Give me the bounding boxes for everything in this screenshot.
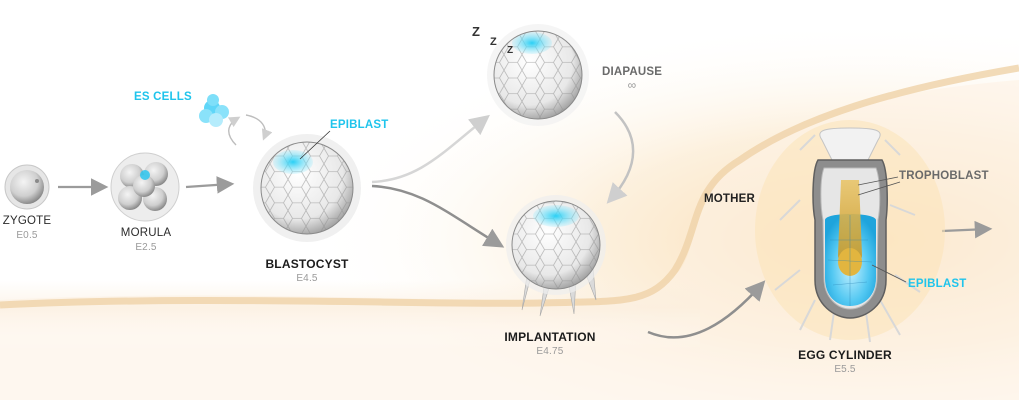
zygote-graphic bbox=[4, 164, 50, 210]
implantation-graphic bbox=[506, 195, 606, 317]
diapause-label: DIAPAUSE bbox=[602, 66, 663, 78]
blastocyst-day: E4.5 bbox=[296, 273, 318, 284]
egg-cylinder-day: E5.5 bbox=[834, 364, 856, 375]
zygote-day: E0.5 bbox=[16, 230, 38, 241]
zygote-label: ZYGOTE bbox=[2, 215, 52, 227]
implantation-day: E4.75 bbox=[536, 346, 564, 357]
trophoblast-label: TROPHOBLAST bbox=[899, 170, 989, 182]
diapause-infinity: ∞ bbox=[627, 78, 637, 92]
es-cells-graphic bbox=[199, 94, 229, 127]
sleep-z-3: Z bbox=[507, 45, 514, 56]
implantation-label: IMPLANTATION bbox=[504, 330, 596, 344]
blastocyst-label: BLASTOCYST bbox=[265, 257, 349, 271]
sleep-z-2: Z bbox=[490, 36, 497, 48]
morula-label: MORULA bbox=[120, 227, 172, 239]
egg-cylinder-graphic bbox=[755, 120, 945, 343]
blastocyst-graphic bbox=[253, 130, 361, 242]
epiblast-egg-cylinder-label: EPIBLAST bbox=[908, 278, 967, 290]
morula-day: E2.5 bbox=[135, 242, 157, 253]
egg-cylinder-label: EGG CYLINDER bbox=[798, 348, 892, 362]
morula-graphic bbox=[110, 152, 180, 222]
es-cells-label: ES CELLS bbox=[134, 91, 192, 103]
mother-label: MOTHER bbox=[704, 193, 756, 205]
sleep-z-1: Z bbox=[472, 24, 480, 39]
epiblast-blastocyst-label: EPIBLAST bbox=[330, 119, 389, 131]
diapause-graphic bbox=[487, 24, 589, 126]
